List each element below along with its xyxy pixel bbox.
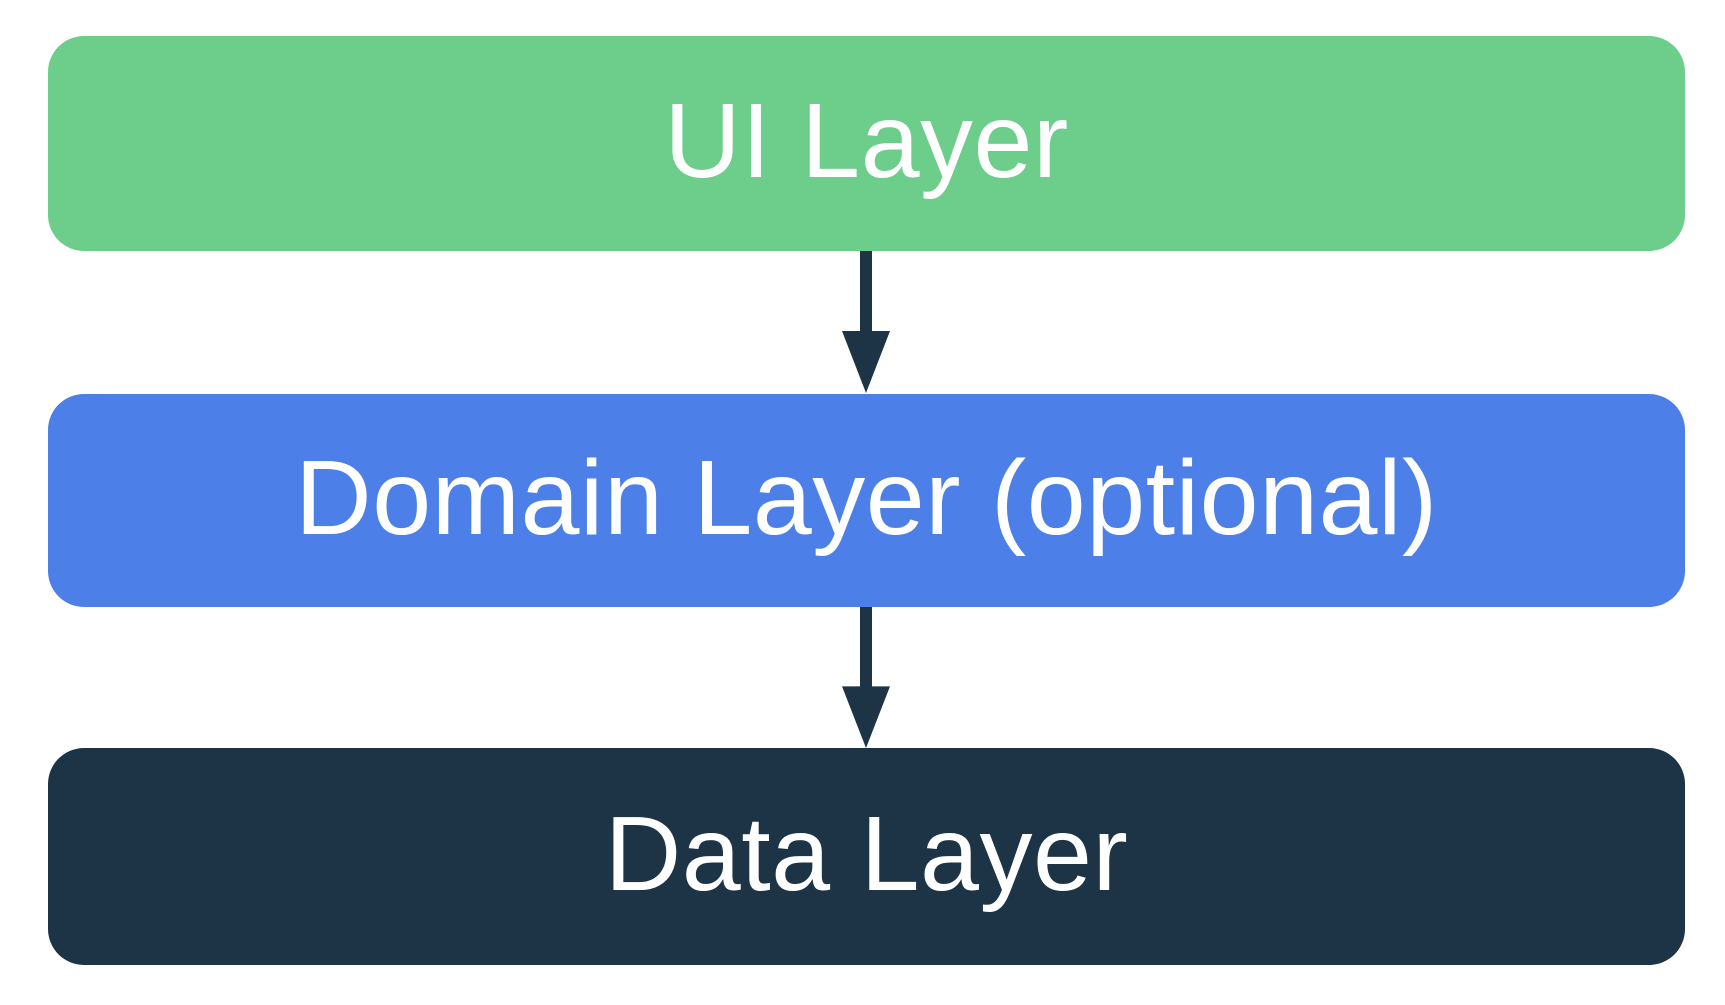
arrow-shaft (860, 607, 872, 693)
arrow-head (842, 331, 890, 393)
arrow-head (842, 686, 890, 748)
ui-layer-box: UI Layer (48, 36, 1685, 251)
down-arrow-icon (842, 251, 890, 393)
domain-layer-box: Domain Layer (optional) (48, 394, 1685, 607)
down-arrow-icon (842, 607, 890, 748)
arrow-shaft (860, 251, 872, 337)
data-layer-label: Data Layer (604, 794, 1129, 913)
ui-layer-label: UI Layer (664, 81, 1069, 200)
domain-layer-label: Domain Layer (optional) (295, 438, 1438, 557)
data-layer-box: Data Layer (48, 748, 1685, 965)
